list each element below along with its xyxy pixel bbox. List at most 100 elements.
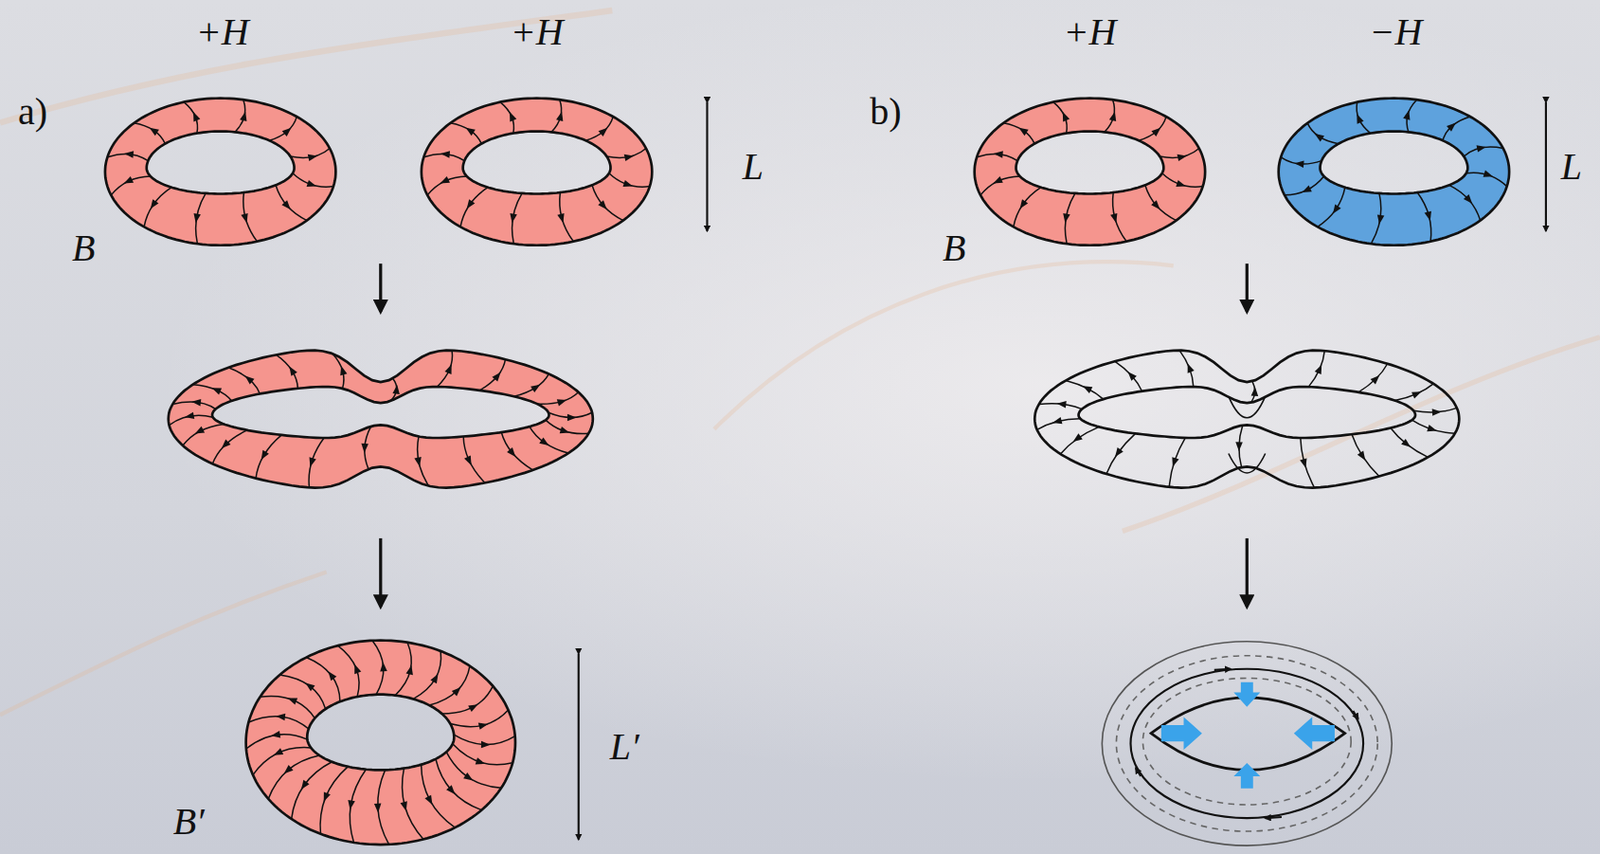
field-line: [1356, 102, 1371, 134]
field-arrow: [1314, 133, 1325, 143]
figure-label: +H: [196, 13, 250, 52]
field-arrow: [559, 426, 570, 433]
field-arrow: [1150, 199, 1160, 210]
field-arrow: [509, 111, 517, 122]
field-arrow: [1251, 386, 1259, 396]
field-line: [275, 184, 307, 220]
field-arrow: [509, 213, 517, 223]
field-arrow: [1463, 194, 1473, 204]
field-line: [609, 173, 650, 187]
field-arrow: [245, 375, 255, 384]
field-arrow: [1109, 111, 1116, 122]
field-arrow: [354, 664, 361, 674]
field-arrow: [374, 803, 382, 813]
field-arrow: [273, 747, 284, 756]
field-arrow: [306, 179, 317, 187]
field-arrow: [1294, 160, 1305, 168]
field-line: [1317, 187, 1346, 228]
field-arrow: [1020, 198, 1029, 209]
field-arrow: [301, 779, 310, 790]
field-arrow: [993, 150, 1004, 159]
field-line: [252, 747, 311, 775]
torus: [105, 98, 336, 246]
field-arrow: [1426, 424, 1437, 432]
field-line: [1060, 426, 1099, 454]
field-line: [305, 657, 341, 702]
field-line: [268, 755, 320, 799]
torus-surface: [105, 98, 336, 246]
field-line: [980, 176, 1021, 196]
field-line: [479, 359, 505, 391]
field-line: [446, 751, 502, 788]
field-arrow: [424, 794, 432, 805]
figure-label: L′: [610, 727, 640, 766]
field-arrow: [463, 772, 473, 780]
field-arrow: [475, 756, 486, 764]
field-line: [143, 187, 172, 228]
field-arrow: [451, 686, 462, 696]
torus: [246, 640, 516, 845]
field-arrow: [491, 372, 501, 382]
field-arrow: [150, 198, 160, 209]
field-arrow: [440, 150, 450, 159]
field-arrow: [467, 703, 478, 712]
field-line: [429, 665, 470, 705]
field-arrow: [1301, 184, 1312, 193]
field-arrow: [1483, 170, 1493, 178]
field-line: [1168, 437, 1186, 487]
field-arrow: [360, 443, 369, 453]
field-arrow: [567, 413, 577, 422]
field-arrow: [1401, 438, 1411, 448]
field-line: [1300, 437, 1315, 488]
torus-surface: [421, 98, 652, 246]
field-arrow: [440, 176, 450, 184]
field-line: [449, 123, 482, 144]
field-arrow: [193, 213, 200, 223]
field-arrow: [240, 213, 248, 223]
torus: [168, 350, 594, 488]
field-arrow: [1128, 371, 1137, 381]
field-arrow: [124, 176, 134, 184]
figure-label: −H: [1369, 13, 1423, 52]
field-line: [1106, 432, 1136, 474]
field-arrow: [1073, 432, 1083, 442]
torus: [974, 98, 1205, 246]
field-line: [514, 374, 550, 397]
field-arrow: [287, 698, 298, 705]
field-arrow: [478, 722, 488, 730]
field-arrow: [275, 713, 286, 720]
field-arrow: [430, 673, 438, 684]
field-arrow: [992, 176, 1003, 184]
field-arrow: [481, 740, 491, 749]
field-arrow: [1424, 211, 1432, 221]
field-arrow: [309, 456, 317, 467]
field-arrow: [623, 179, 633, 187]
field-arrow: [379, 661, 388, 671]
field-arrow: [539, 436, 549, 446]
field-line: [279, 674, 325, 709]
field-arrow: [149, 127, 160, 137]
field-line: [291, 761, 333, 819]
field-arrow: [1062, 111, 1070, 122]
field-arrow: [598, 127, 609, 137]
field-line: [1411, 419, 1455, 433]
field-arrow: [281, 199, 290, 210]
nebula-streaks: [0, 10, 1600, 715]
field-line: [1358, 363, 1388, 393]
torus-surface: [1034, 350, 1459, 488]
torus-surface: [246, 640, 516, 845]
torus: [421, 98, 652, 246]
field-line: [1145, 184, 1177, 220]
field-arrow: [1299, 457, 1307, 468]
field-arrow: [1082, 385, 1093, 394]
field-line: [255, 434, 282, 479]
field-line: [320, 766, 348, 834]
torus-surface: [168, 350, 594, 488]
field-line: [308, 437, 324, 487]
field-line: [1138, 116, 1167, 141]
field-arrow: [597, 199, 607, 210]
field-arrow: [1187, 362, 1195, 373]
field-arrow: [1356, 113, 1364, 124]
field-arrow: [1171, 456, 1179, 467]
field-arrow: [557, 398, 567, 406]
